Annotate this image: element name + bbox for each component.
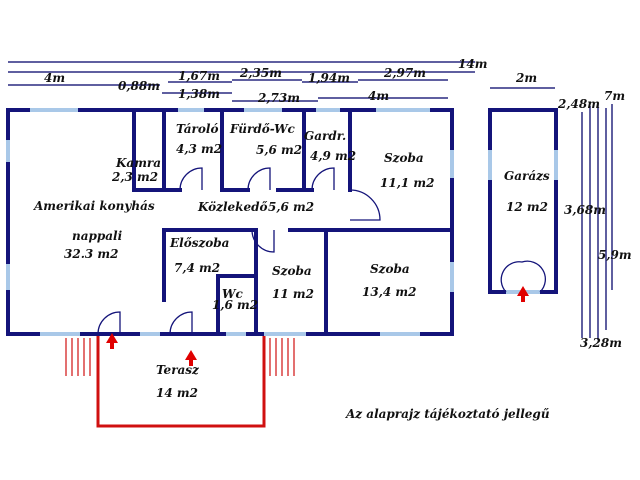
room-hall-name: Előszoba (169, 236, 229, 250)
room-garage-area: 12 m2 (506, 200, 548, 214)
dim-label-2m: 2m (515, 71, 537, 85)
room-living-name-1: Amerikai konyhás (33, 199, 155, 213)
windows (6, 108, 454, 336)
room-mid-name: Szoba (272, 264, 312, 278)
dim-label-235: 2,35m (239, 66, 282, 80)
terrace-outline (65, 336, 295, 428)
room-garage-name: Garázs (504, 169, 550, 183)
room-storage-name: Tároló (176, 122, 218, 136)
room-ne-area: 11,1 m2 (380, 176, 434, 190)
dim-label-297: 2,97m (383, 66, 426, 80)
dim-label-273: 2,73m (257, 91, 300, 105)
room-pantry-area: 2,3 m2 (111, 170, 158, 184)
dim-label-14m: 14m (458, 57, 487, 71)
room-bath-area: 5,6 m2 (256, 143, 302, 157)
room-se-name: Szoba (370, 262, 410, 276)
room-living-name-2: nappali (72, 229, 123, 243)
entry-arrow-icon (185, 350, 197, 366)
doors (97, 167, 381, 335)
room-hall-area: 7,4 m2 (174, 261, 220, 275)
room-mid-area: 11 m2 (272, 287, 314, 301)
room-wc-name: Wc (222, 287, 243, 301)
dim-label-167: 1,67m (178, 69, 220, 83)
room-corridor-name: Közlekedő (197, 200, 268, 214)
room-wardrobe-area: 4,9 m2 (310, 149, 356, 163)
disclaimer-note: Az alaprajz tájékoztató jellegű (345, 407, 550, 421)
dim-label-088: 0,88m (118, 79, 160, 93)
house-walls (6, 108, 454, 336)
room-se-area: 13,4 m2 (362, 285, 416, 299)
room-ne-name: Szoba (384, 151, 424, 165)
dim-label-328: 3,28m (580, 336, 622, 350)
room-terrace-area: 14 m2 (156, 386, 198, 400)
room-wc-area: 1,6 m2 (212, 298, 258, 312)
entry-arrow-icon (517, 286, 529, 302)
dim-label-59: 5,9m (598, 248, 632, 262)
room-wardrobe-name: Gardr. (304, 129, 346, 143)
dimension-lines-right (581, 104, 613, 340)
entry-arrow-icon (106, 333, 118, 349)
room-pantry-name: Kamra (115, 156, 161, 170)
room-living-area: 32.3 m2 (64, 247, 118, 261)
entry-arrows (106, 286, 529, 366)
room-corridor-area: 5,6 m2 (268, 200, 314, 214)
room-terrace-name: Terasz (156, 363, 200, 377)
dim-label-138: 1,38m (178, 87, 220, 101)
dim-label-368: 3,68m (564, 203, 606, 217)
dim-label-7m: 7m (604, 89, 625, 103)
room-bath-name: Fürdő-Wc (229, 122, 296, 136)
dim-label-4m-left: 4m (44, 71, 65, 85)
dimension-lines-top (8, 61, 555, 102)
room-storage-area: 4,3 m2 (176, 142, 222, 156)
dim-label-248: 2,48m (557, 97, 600, 111)
dim-label-194: 1,94m (308, 71, 350, 85)
dim-label-4m-right: 4m (368, 89, 389, 103)
